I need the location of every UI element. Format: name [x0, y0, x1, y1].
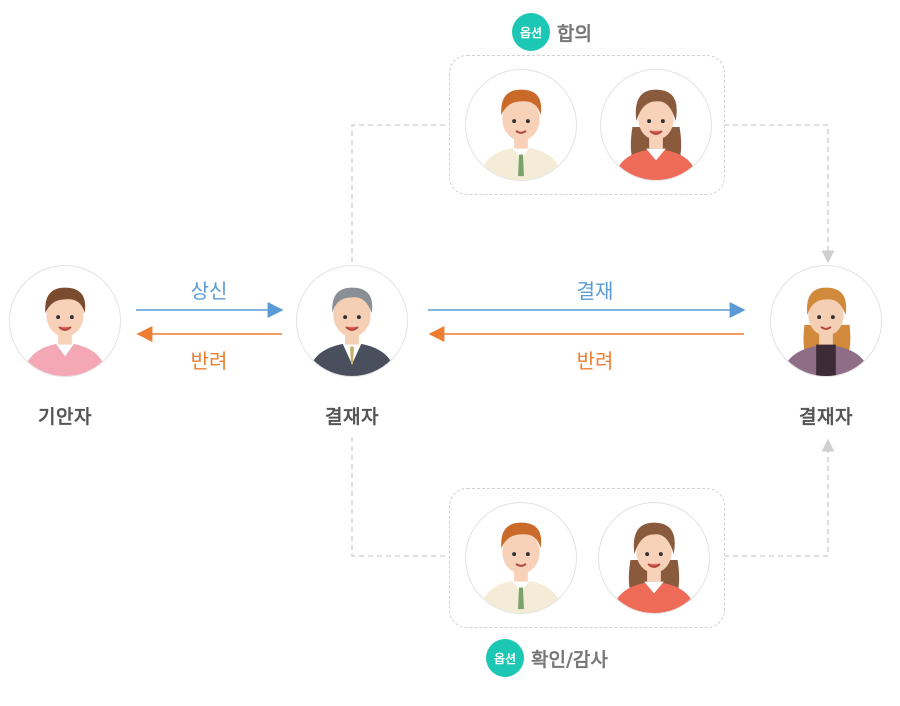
return2-label: 반려 [576, 349, 614, 373]
approver1-avatar [296, 265, 408, 377]
drafter-avatar [9, 265, 121, 377]
agreement-title: 옵션 합의 [512, 13, 592, 51]
submit-label: 상신 [190, 279, 228, 303]
agreement-path-out [724, 124, 835, 264]
approve-label: 결재 [576, 279, 614, 303]
approver1-label: 결재자 [325, 406, 379, 428]
confirm-audit-title: 옵션 확인/감사 [486, 639, 608, 677]
agreement-member-woman-avatar [600, 69, 712, 181]
agreement-title-text: 합의 [557, 22, 592, 45]
audit-member-man-avatar [465, 502, 577, 614]
audit-path-out [724, 438, 835, 557]
option-badge: 옵션 [486, 639, 524, 677]
approver2-label: 결재자 [799, 406, 853, 428]
agreement-path-in [351, 124, 450, 262]
return1-label: 반려 [190, 349, 228, 373]
agreement-member-man-avatar [465, 69, 577, 181]
audit-member-woman-avatar [598, 502, 710, 614]
drafter-label: 기안자 [38, 406, 92, 428]
audit-path-in [351, 437, 450, 557]
approver2-avatar [770, 265, 882, 377]
option-badge: 옵션 [512, 13, 550, 51]
confirm-audit-title-text: 확인/감사 [531, 648, 608, 671]
